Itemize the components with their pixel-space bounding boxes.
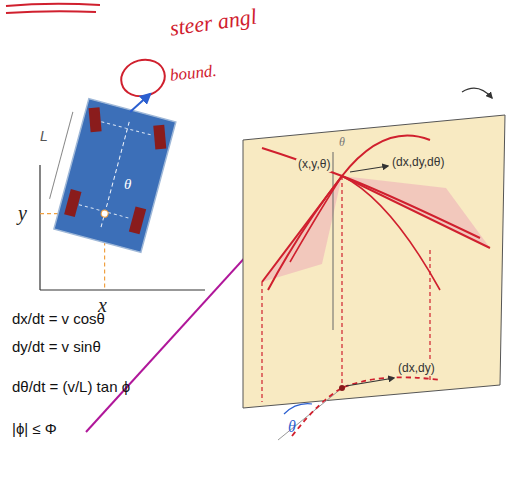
- ground-point: [339, 385, 345, 391]
- drop-line: [261, 282, 262, 402]
- pointer-arrow: [86, 230, 270, 432]
- drop-line: [341, 176, 342, 388]
- rotation-arrow: [462, 88, 492, 98]
- red-circle: [117, 55, 169, 101]
- ground-path: [292, 377, 440, 436]
- equation: dx/dt = v cosθ: [10, 310, 107, 327]
- velocity-label: (dx,dy,dθ): [390, 156, 446, 170]
- theta-arc: [284, 404, 312, 414]
- red-underline: [6, 4, 100, 6]
- velocity-label: (dx,dy): [396, 362, 437, 376]
- angle-label: θ: [286, 418, 298, 436]
- ground-velocity-arrow: [346, 378, 394, 386]
- angle-label: θ: [122, 176, 133, 193]
- wheel: [129, 206, 146, 234]
- red-scribble: [262, 176, 490, 282]
- equation: |ϕ| ≤ Φ: [10, 420, 59, 437]
- red-scribble: [262, 148, 480, 238]
- state-label: (x,y,θ): [296, 158, 332, 172]
- steering-arrow: [130, 94, 150, 112]
- length-label: L: [38, 128, 50, 144]
- red-scribble: [290, 176, 440, 290]
- handwritten-note: bound.: [167, 61, 220, 86]
- handwritten-note: steer angl: [166, 3, 260, 41]
- theta-axis: [333, 152, 334, 330]
- car-axis: [101, 122, 129, 228]
- red-underline: [6, 11, 96, 13]
- wheel: [64, 189, 81, 217]
- x-axis: [40, 289, 205, 290]
- wheel: [153, 125, 166, 150]
- equation: dθ/dt = (v/L) tan ϕ: [10, 378, 132, 395]
- car-body: [54, 99, 176, 253]
- axis-label: y: [16, 202, 29, 225]
- velocity-arrow: [350, 166, 388, 172]
- axis-label: θ: [337, 136, 347, 150]
- car: [42, 96, 175, 253]
- configuration-plane: [243, 115, 505, 408]
- equation: dy/dt = v sinθ: [10, 338, 103, 355]
- reference-point: [100, 209, 109, 218]
- y-axis: [39, 165, 40, 290]
- wheel: [89, 107, 102, 132]
- axle: [79, 205, 131, 219]
